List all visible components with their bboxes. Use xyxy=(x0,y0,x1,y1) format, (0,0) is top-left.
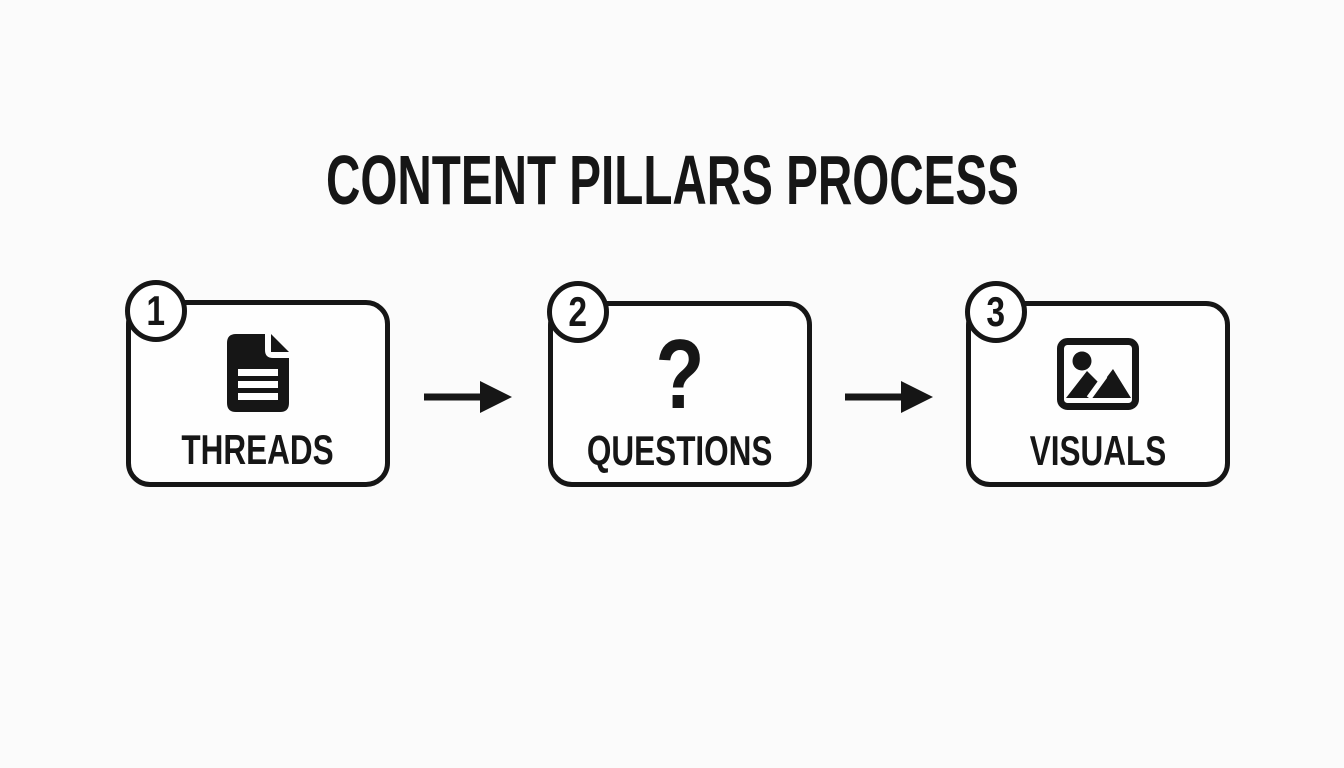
step-2-label-text: QUESTIONS xyxy=(587,427,773,474)
step-3-number: 3 xyxy=(986,288,1006,335)
question-mark-icon: ? xyxy=(650,319,710,429)
step-2-number: 2 xyxy=(568,288,588,335)
step-1-number-badge: 1 xyxy=(125,280,187,342)
page-title: CONTENT PILLARS PROCESS xyxy=(0,145,1344,215)
step-3-label-text: VISUALS xyxy=(1029,427,1167,474)
step-2-number-badge: 2 xyxy=(547,281,609,343)
step-card-questions: 2 ? QUESTIONS xyxy=(547,281,812,487)
image-icon xyxy=(1057,332,1139,416)
page-title-text: CONTENT PILLARS PROCESS xyxy=(325,141,1019,219)
step-1-label: THREADS xyxy=(156,429,359,471)
arrow-right-icon xyxy=(845,380,933,414)
step-3-label: VISUALS xyxy=(1007,430,1189,472)
step-card-visuals: 3 VISUALS xyxy=(965,281,1230,487)
step-3-number-badge: 3 xyxy=(965,281,1027,343)
step-2-label: QUESTIONS xyxy=(556,430,803,472)
document-icon xyxy=(227,331,289,415)
arrow-right-icon xyxy=(424,380,512,414)
step-1-number: 1 xyxy=(146,287,166,334)
step-1-label-text: THREADS xyxy=(181,426,335,473)
step-card-threads: 1 THREADS xyxy=(125,280,390,487)
question-mark-glyph: ? xyxy=(655,319,705,429)
